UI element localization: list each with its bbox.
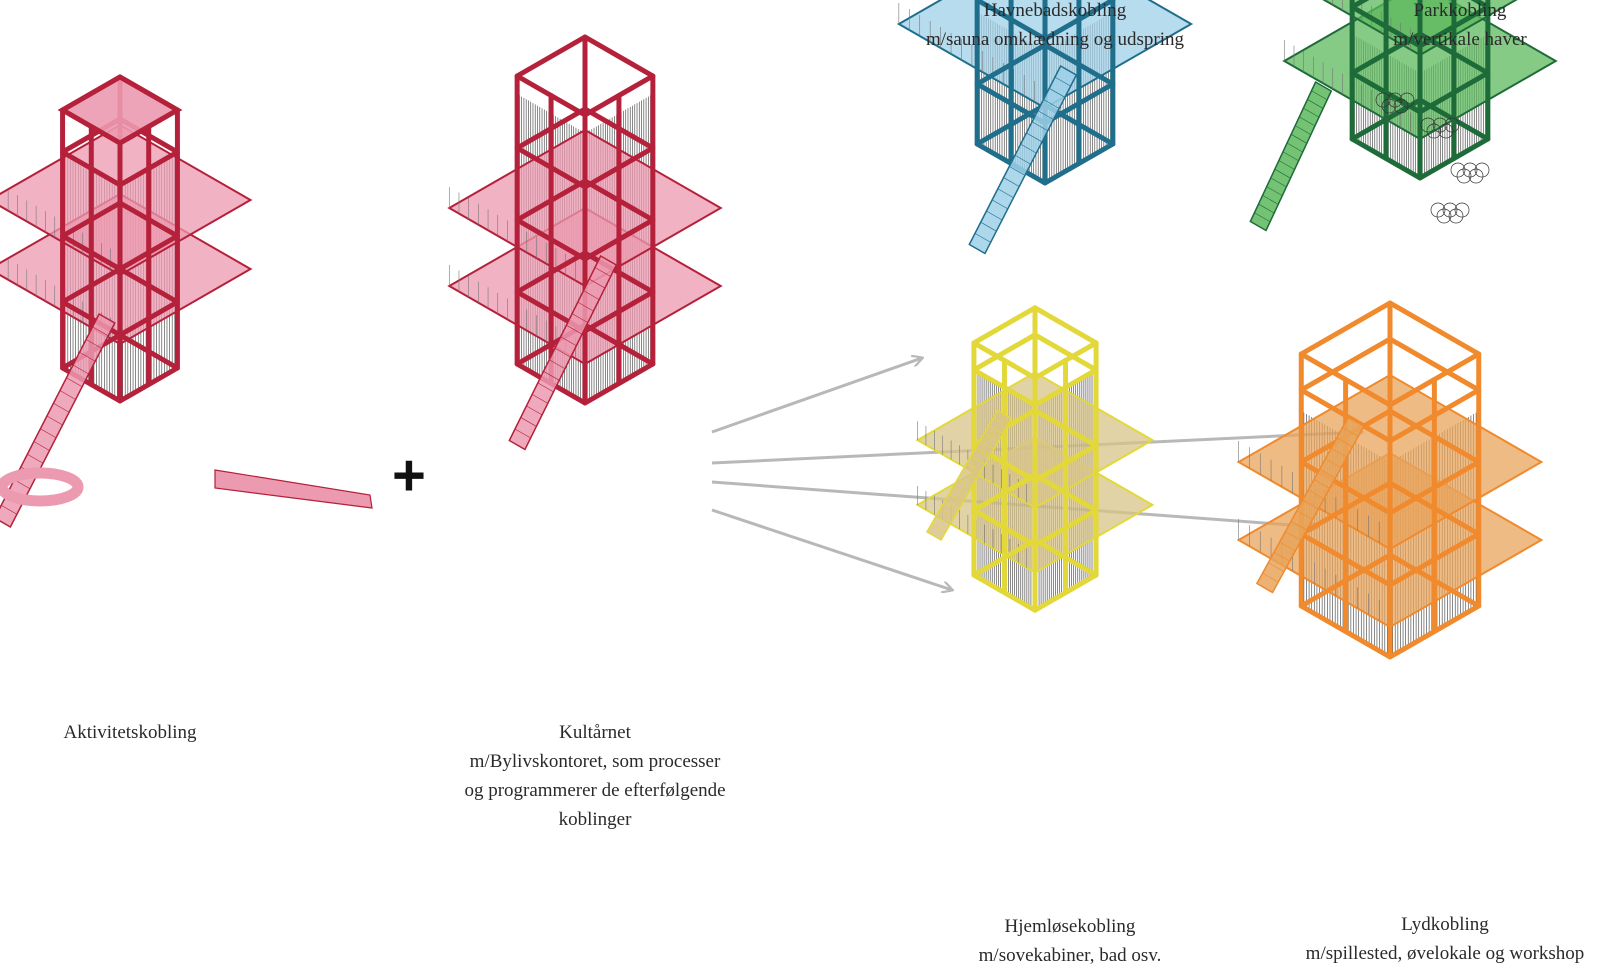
hjemlose-stair — [925, 409, 1013, 542]
havnebad-caption: Havnebadskobling m/sauna omklædning og u… — [905, 0, 1205, 54]
kultarnet-railing-1 — [448, 187, 586, 286]
plus-sign: + — [392, 443, 426, 508]
spiral-slide — [0, 467, 84, 507]
kultarnet-tower-illustration — [447, 34, 723, 451]
lyd-caption: Lydkobling m/spillested, øvelokale og wo… — [1280, 910, 1600, 968]
lyd-subtitle: m/spillested, øvelokale og workshop — [1305, 943, 1585, 964]
park-tower-illustration — [1249, 0, 1558, 232]
park-title: Parkkobling — [1413, 0, 1507, 21]
aktivitet-caption: Aktivitetskobling — [30, 718, 230, 747]
kultarnet-line-3: koblinger — [558, 809, 632, 830]
park-caption: Parkkobling m/vertikale haver — [1310, 0, 1600, 54]
hjemlose-title: Hjemløsekobling — [1004, 916, 1136, 937]
havnebad-subtitle: m/sauna omklædning og udspring — [925, 29, 1185, 50]
lyd-title: Lydkobling — [1401, 914, 1489, 935]
kultarnet-title: Kultårnet — [559, 722, 631, 743]
aktivitet-roof — [57, 74, 183, 146]
hjemlose-tower-illustration — [915, 305, 1155, 613]
arrow-to-hjemlose — [711, 508, 952, 590]
park-stair — [1249, 80, 1333, 232]
kultarnet-line-2: og programmerer de efterfølgende — [464, 780, 726, 801]
havnebad-title: Havnebadskobling — [983, 0, 1127, 21]
arrow-to-havnebad — [711, 358, 922, 434]
hjemlose-caption: Hjemløsekobling m/sovekabiner, bad osv. — [920, 912, 1220, 970]
kultarnet-line-1: m/Bylivskontoret, som processer — [469, 751, 721, 772]
lyd-tower-illustration — [1236, 300, 1544, 660]
park-subtitle: m/vertikale haver — [1393, 29, 1527, 50]
hjemlose-subtitle: m/sovekabiner, bad osv. — [978, 945, 1162, 966]
aktivitet-tower-illustration — [0, 74, 373, 529]
slide-tube — [214, 469, 373, 509]
kultarnet-stair — [508, 254, 618, 451]
havnebad-stair — [968, 64, 1078, 255]
kultarnet-caption: Kultårnet m/Bylivskontoret, som processe… — [440, 718, 750, 834]
lyd-stair — [1255, 415, 1365, 594]
trees-icon — [1375, 92, 1490, 224]
aktivitet-title: Aktivitetskobling — [63, 722, 197, 743]
havnebad-tower-illustration — [896, 0, 1194, 255]
